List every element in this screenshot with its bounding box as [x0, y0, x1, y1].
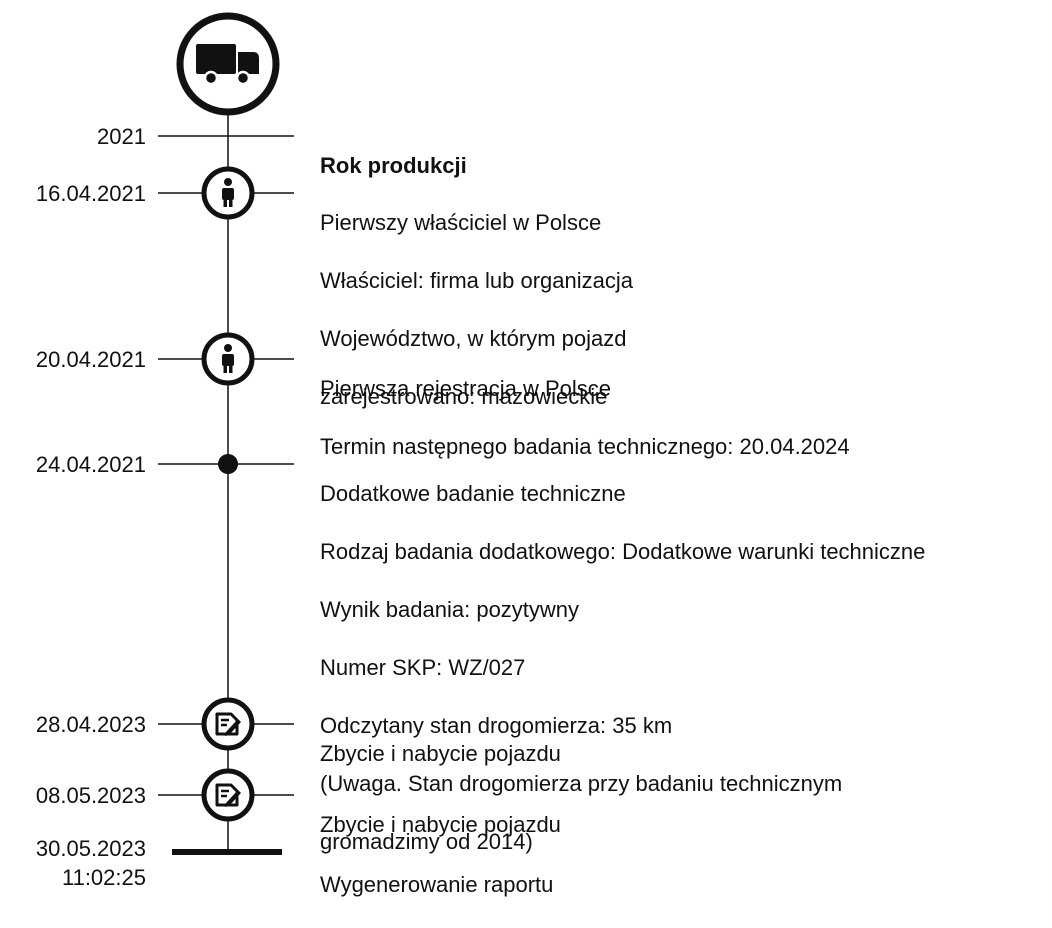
timeline-graphics [158, 12, 294, 855]
event-line: Odczytany stan drogomierza: 35 km [320, 713, 673, 738]
event-line: Rok produkcji [320, 153, 467, 178]
event-line: Województwo, w którym pojazd [320, 326, 627, 351]
truck-icon [176, 12, 280, 116]
event-date: 20.04.2021 [35, 347, 146, 372]
event-description: Zbycie i nabycie pojazdu [320, 710, 561, 797]
event-line: Pierwsza rejestracja w Polsce [320, 376, 611, 401]
event-date: 30.05.2023 11:02:25 [35, 836, 146, 890]
event-line: Wygenerowanie raportu [320, 872, 554, 897]
event-line: Właściciel: firma lub organizacja [320, 268, 633, 293]
event-date: 24.04.2021 [35, 452, 146, 477]
event-line: Termin następnego badania technicznego: … [320, 434, 850, 459]
event-line: Dodatkowe badanie techniczne [320, 481, 626, 506]
event-line: Rodzaj badania dodatkowego: Dodatkowe wa… [320, 539, 926, 564]
event-line: Numer SKP: WZ/027 [320, 655, 526, 680]
event-date: 08.05.2023 [35, 783, 146, 808]
event-date: 28.04.2023 [35, 712, 146, 737]
person-icon [201, 166, 255, 220]
event-description: Dodatkowe badanie techniczne Rodzaj bada… [320, 450, 925, 885]
person-icon [201, 332, 255, 386]
event-description: Rok produkcji [320, 122, 467, 209]
event-date: 2021 [97, 124, 146, 149]
event-description: Pierwsza rejestracja w Polsce Termin nas… [320, 345, 850, 490]
end-bar [172, 849, 282, 855]
document-edit-icon [201, 768, 255, 822]
event-line: Wynik badania: pozytywny [320, 597, 580, 622]
event-line: Zbycie i nabycie pojazdu [320, 741, 561, 766]
event-date: 16.04.2021 [35, 181, 146, 206]
event-line: zarejestrowano: mazowieckie [320, 384, 608, 409]
event-description: Pierwszy właściciel w Polsce Właściciel:… [320, 179, 633, 440]
event-line: gromadzimy od 2014) [320, 829, 533, 854]
event-line: (Uwaga. Stan drogomierza przy badaniu te… [320, 771, 843, 796]
document-edit-icon [201, 697, 255, 751]
dot-icon [218, 454, 238, 474]
event-description: Wygenerowanie raportu [320, 841, 553, 928]
event-description: Zbycie i nabycie pojazdu [320, 781, 561, 868]
vehicle-history-timeline: 2021 Rok produkcji 16.04.2021 Pierwszy w… [35, 12, 925, 897]
event-line: Pierwszy właściciel w Polsce [320, 210, 602, 235]
event-line: Zbycie i nabycie pojazdu [320, 812, 561, 837]
